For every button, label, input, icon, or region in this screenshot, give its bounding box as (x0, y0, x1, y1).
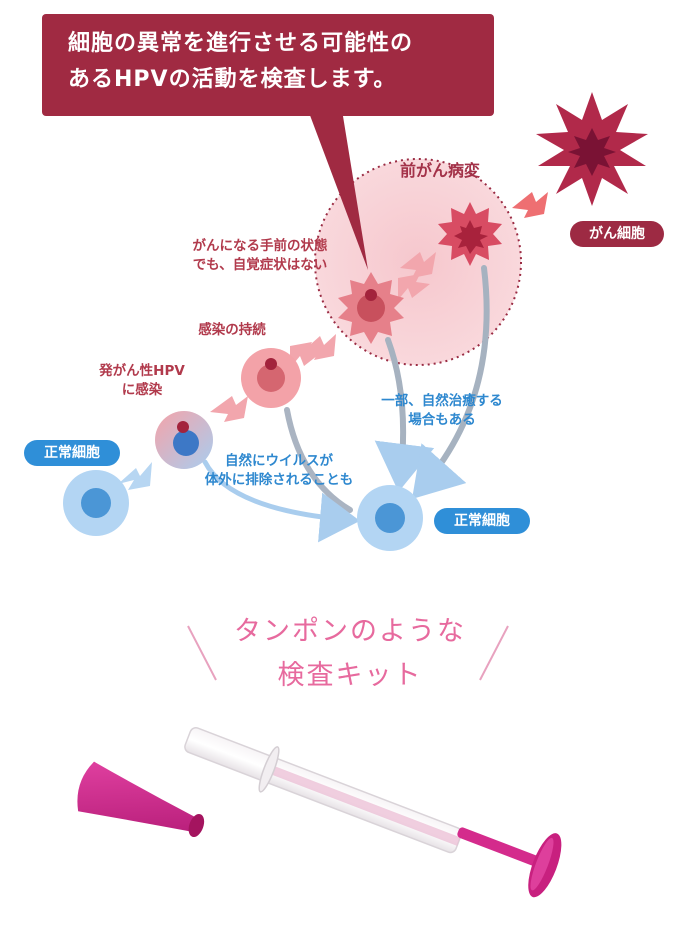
before-cancer-label: がんになる手前の状態 でも、自覚症状はない (162, 237, 358, 275)
kit-barrel (184, 727, 463, 854)
precancer-cell-1-nucleus (357, 294, 385, 322)
persistent-label: 感染の持続 (198, 322, 266, 338)
kit-title-slash-right (479, 625, 509, 681)
excrete-label: 自然にウイルスが 体外に排除されることも (190, 452, 368, 490)
excrete-line-2: 体外に排除されることも (204, 472, 354, 488)
hpv-label: 発がん性HPV に感染 (80, 362, 204, 400)
infected-cell-nucleus (173, 430, 199, 456)
curve-precancer1-heal (374, 337, 435, 492)
kit-title-slash-left (187, 625, 217, 681)
arrow-precancer-back (290, 342, 322, 368)
kit-title-line-1: タンポンのような (234, 616, 466, 647)
normal-cell-right-nucleus (375, 503, 405, 533)
kit-cap (77, 761, 205, 838)
precancer-label: 前がん病変 (400, 161, 481, 180)
kit-title: タンポンのような 検査キット (180, 610, 520, 698)
normal-cell-left-badge: 正常細胞 (24, 440, 120, 466)
curve-cell2-to-normal (202, 459, 360, 543)
excrete-line-1: 自然にウイルスが (225, 453, 333, 469)
precancer-cell-2-core (454, 220, 488, 254)
kit-plunger (457, 827, 562, 898)
callout-pointer (308, 110, 368, 270)
infected-cell-virus (177, 421, 189, 433)
arrow-to-precancer2 (400, 252, 436, 278)
persistent-cell-nucleus (257, 364, 285, 392)
precancer-cell-1-virus (365, 289, 377, 301)
hpv-line-1: 発がん性HPV (99, 363, 185, 379)
test-kit (77, 727, 562, 898)
curve-precancer2-heal (412, 265, 490, 499)
normal-cell-right-badge: 正常細胞 (434, 508, 530, 534)
arrow-precancer2-back (398, 274, 430, 300)
cancer-cell-core (568, 128, 616, 176)
heal-line-1: 一部、自然治癒する (381, 393, 503, 409)
normal-cell-left-nucleus (81, 488, 111, 518)
arrow-to-cancer (512, 192, 548, 218)
arrow-cell3-up (302, 334, 336, 360)
hpv-line-2: に感染 (121, 382, 163, 398)
arrow-infect-to-cell3 (210, 396, 248, 422)
before-cancer-line-2: でも、自覚症状はない (192, 257, 328, 273)
before-cancer-line-1: がんになる手前の状態 (192, 238, 328, 254)
cancer-cell-badge: がん細胞 (570, 221, 664, 247)
arrow-normal-to-infect (118, 462, 152, 490)
heal-label: 一部、自然治癒する 場合もある (366, 392, 518, 430)
kit-title-line-2: 検査キット (277, 660, 423, 691)
persistent-cell-virus (265, 358, 277, 370)
callout-line-2: あるHPVの活動を検査します。 (68, 67, 397, 92)
callout-box: 細胞の異常を進行させる可能性の あるHPVの活動を検査します。 (42, 14, 494, 116)
callout-line-1: 細胞の異常を進行させる可能性の (68, 31, 414, 56)
heal-line-2: 場合もある (408, 412, 476, 428)
